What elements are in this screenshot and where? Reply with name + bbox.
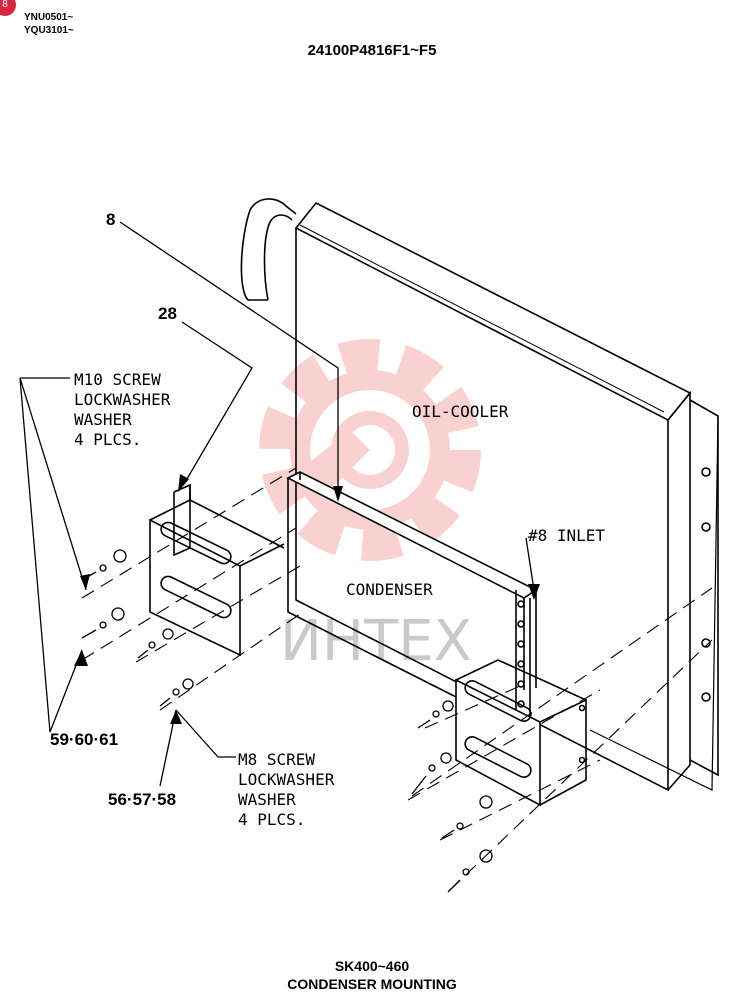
serial-range-2: YQU3101~	[24, 25, 74, 36]
inlet-label: #8 INLET	[528, 526, 606, 545]
note-line: 4 PLCS.	[74, 430, 142, 449]
left-bracket	[149, 483, 285, 657]
page-badge: 8	[0, 0, 16, 16]
note-line: 4 PLCS.	[238, 810, 306, 829]
serial-range-1: YNU0501~	[24, 12, 74, 23]
oil-cooler-outline	[294, 201, 719, 792]
right-bracket	[455, 659, 587, 807]
note-line: M10 SCREW	[74, 370, 161, 389]
note-line: WASHER	[74, 410, 132, 429]
oil-cooler-label: OIL-COOLER	[412, 402, 509, 421]
note-line: M8 SCREW	[238, 750, 316, 769]
note-line: LOCKWASHER	[74, 390, 171, 409]
fastener-stacks	[81, 549, 493, 893]
callout-item-28: 28	[158, 304, 177, 323]
note-line: LOCKWASHER	[238, 770, 335, 789]
footer-title: CONDENSER MOUNTING	[287, 976, 457, 992]
callout-items-56-57-58: 56·57·58	[108, 790, 177, 809]
m8-hardware-note: M8 SCREW LOCKWASHER WASHER 4 PLCS.	[238, 750, 334, 830]
callout-items-59-60-61: 59·60·61	[50, 730, 119, 749]
note-line: WASHER	[238, 790, 296, 809]
footer-model: SK400~460	[334, 958, 410, 974]
hose-outline	[240, 198, 297, 301]
part-number: 24100P4816F1~F5	[307, 42, 437, 59]
leader-lines	[19, 221, 535, 787]
m10-hardware-note: M10 SCREW LOCKWASHER WASHER 4 PLCS.	[74, 370, 170, 450]
callout-item-8: 8	[106, 210, 116, 229]
condenser-label: CONDENSER	[346, 580, 433, 599]
page-badge-number: 8	[2, 0, 8, 10]
assembly-center-lines	[81, 467, 713, 891]
